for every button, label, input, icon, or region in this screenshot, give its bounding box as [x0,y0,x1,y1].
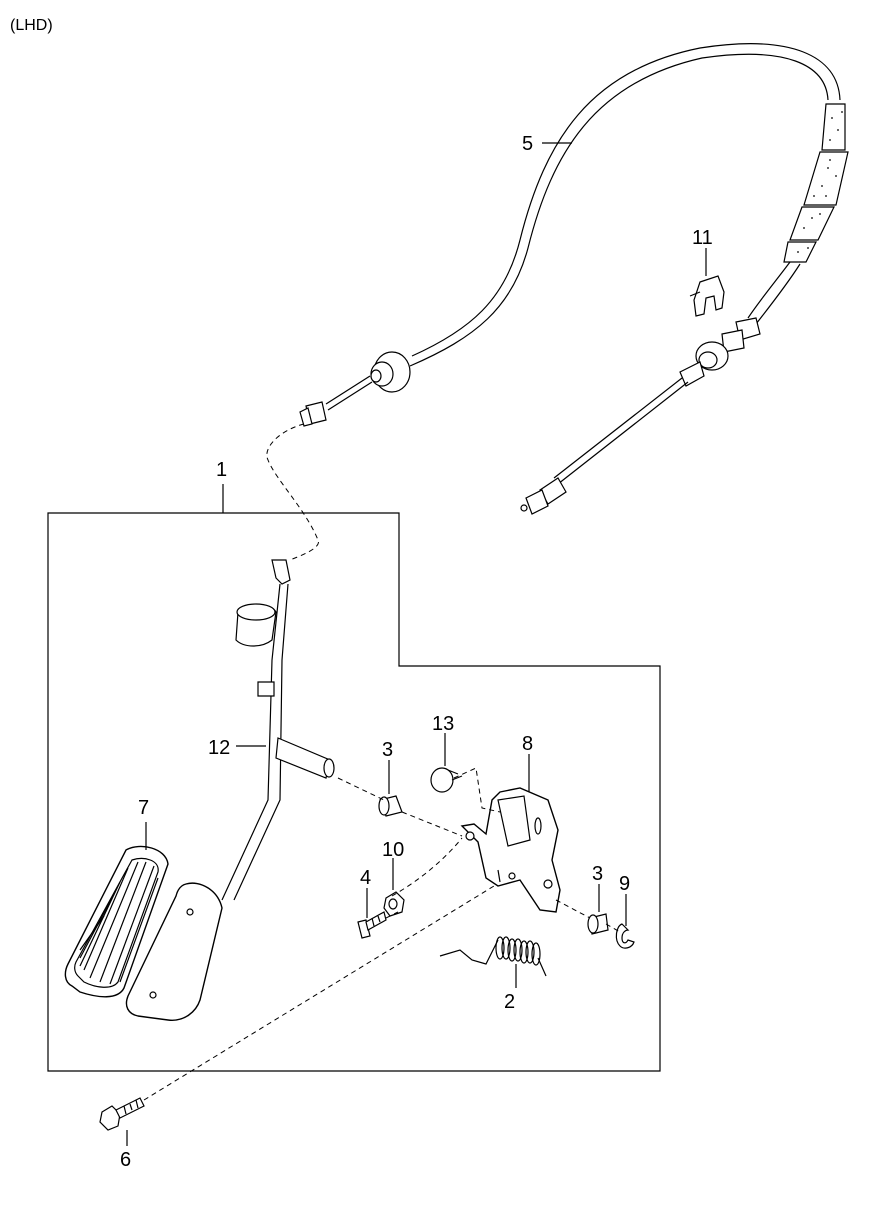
pedal-arm [221,559,335,901]
cable-clip [689,275,725,317]
callout-3-right: 3 [592,863,603,885]
bolt [357,911,387,939]
pedal-cover [64,845,169,998]
stopper [430,767,463,793]
callout-12: 12 [208,737,230,759]
callout-3-left: 3 [382,739,393,761]
bushing-left [378,795,403,817]
assembly-frame [47,512,661,1072]
callout-4: 4 [360,867,371,889]
callout-7: 7 [138,797,149,819]
callout-8: 8 [522,733,533,755]
callout-6: 6 [120,1149,131,1171]
pedal-pad [125,882,223,1021]
bushing-right [587,913,609,935]
callout-1: 1 [216,459,227,481]
assembly-lines [143,767,621,1101]
nut [383,891,405,917]
pedal-bracket [460,787,561,913]
callout-10: 10 [382,839,404,861]
cable-route-dash [266,423,319,561]
retaining-clip [615,923,635,949]
callout-9: 9 [619,873,630,895]
callout-13: 13 [432,713,454,735]
callout-2: 2 [504,991,515,1013]
corner-label: (LHD) [10,17,53,34]
callout-11: 11 [692,227,713,249]
accelerator-cable [299,43,849,515]
mounting-bolt [99,1097,145,1131]
callout-5: 5 [522,133,533,155]
return-spring [439,936,547,977]
leader-lines [126,142,707,1146]
